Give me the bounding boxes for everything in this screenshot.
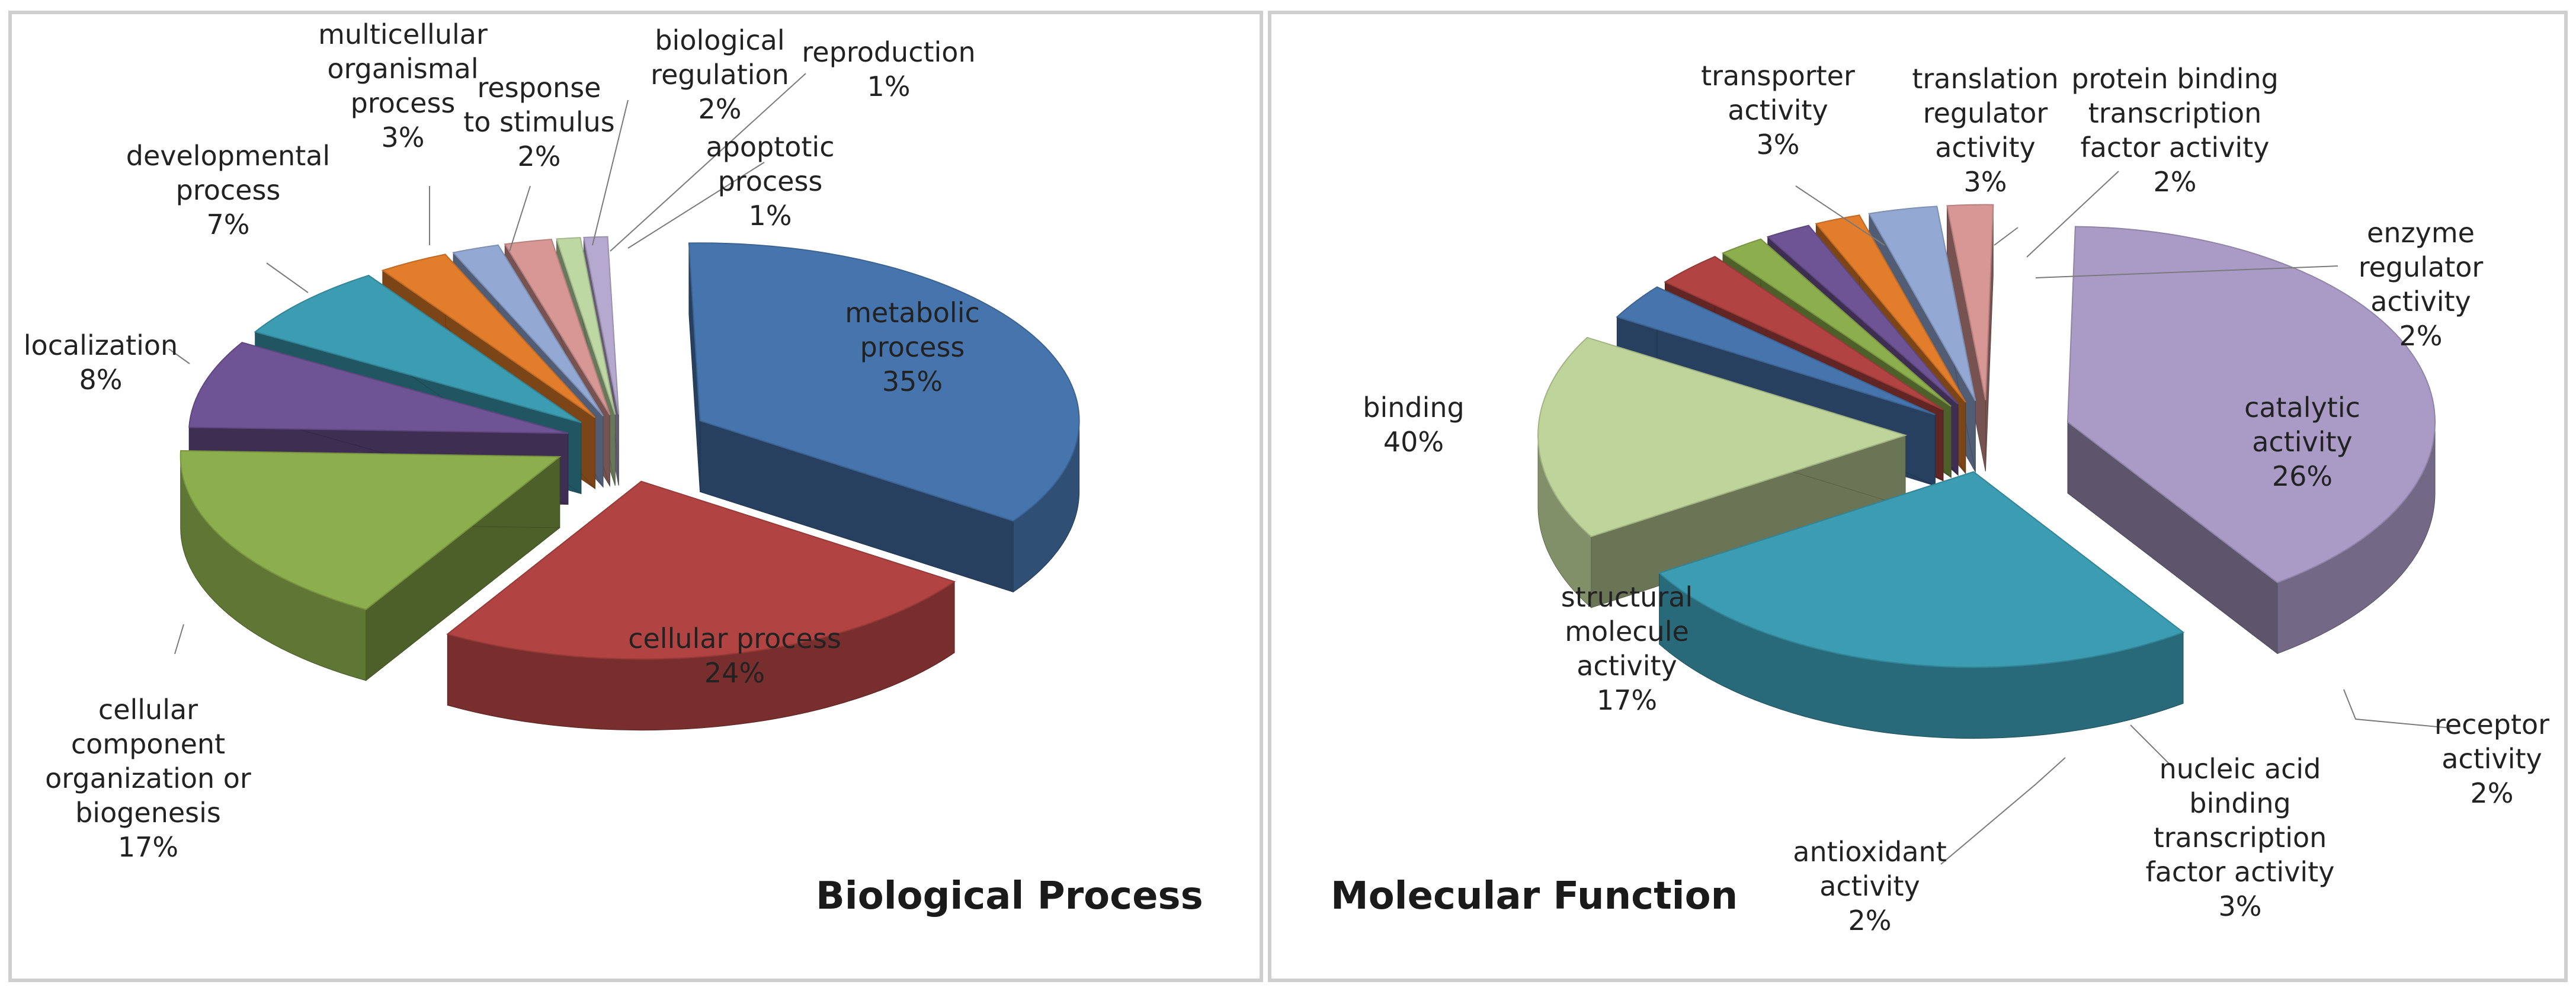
leader-line-localization — [168, 348, 190, 364]
leader-line-receptor-activity — [2343, 689, 2451, 729]
leader-line-developmental-process — [266, 262, 309, 293]
leader-line-nucleic-acid-binding-transcription-factor-activity — [2130, 724, 2170, 764]
leader-line-biological-regulation — [592, 100, 629, 246]
slice-catalytic-activity — [1658, 471, 2185, 739]
leader-line-transporter-activity — [1795, 185, 1885, 246]
leader-line-cellular-component-organization-or-biogenesis — [174, 624, 184, 655]
chart-title: Biological Process — [816, 874, 1203, 918]
leader-line-antioxidant-activity — [1940, 757, 2066, 865]
leader-line-enzyme-regulator-activity — [2035, 265, 2338, 278]
leader-line-response-to-stimulus — [509, 185, 531, 252]
slice-metabolic-process — [688, 242, 1080, 593]
leader-line-reproduction — [610, 73, 806, 252]
slice-binding — [2067, 226, 2436, 655]
leader-line-apoptotic-process — [627, 162, 765, 249]
slice-structural-molecule-activity — [1537, 336, 1908, 608]
leader-line-translation-regulator-activity — [1994, 227, 2018, 246]
leader-line-protein-binding-transcription-factor-activity — [2026, 171, 2119, 258]
slice-antioxidant-activity — [1946, 204, 1994, 472]
chart-title: Molecular Function — [1331, 874, 1738, 918]
slice-cellular-process — [446, 480, 956, 731]
slice-cellular-component-organization-or-biogenesis — [180, 450, 562, 681]
